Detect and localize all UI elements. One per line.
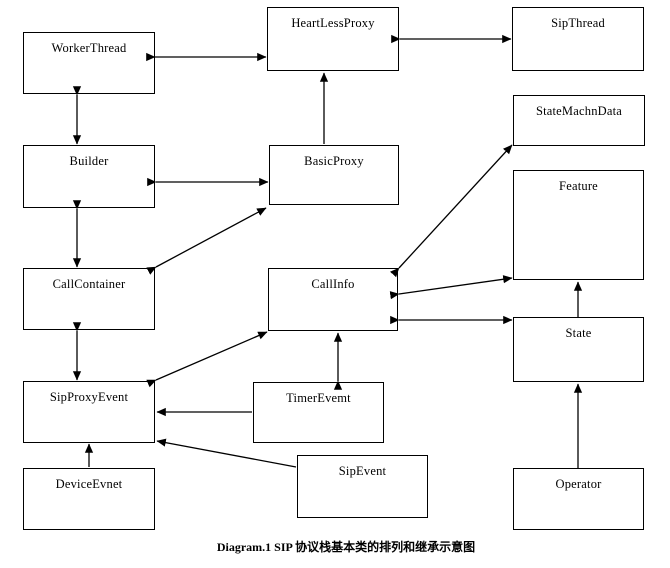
class-box-feature[interactable]: Feature [513, 170, 644, 280]
class-box-label: SipThread [551, 16, 605, 30]
class-box-label: TimerEvemt [286, 391, 351, 405]
class-box-heartlessproxy[interactable]: HeartLessProxy [267, 7, 399, 71]
class-box-workerthread[interactable]: WorkerThread [23, 32, 155, 94]
class-box-label: HeartLessProxy [291, 16, 375, 30]
class-box-statemachndata[interactable]: StateMachnData [513, 95, 645, 146]
class-box-label: WorkerThread [51, 41, 127, 55]
class-box-builder[interactable]: Builder [23, 145, 155, 208]
class-box-sipproxyevent[interactable]: SipProxyEvent [23, 381, 155, 443]
class-box-label: Operator [555, 477, 602, 491]
class-box-label: State [565, 326, 592, 340]
class-box-label: CallInfo [311, 277, 355, 291]
class-box-label: Builder [69, 154, 109, 168]
class-box-label: SipEvent [338, 464, 387, 478]
edge-sipevent-sipproxyevent [156, 438, 297, 468]
class-box-deviceevnet[interactable]: DeviceEvnet [23, 468, 155, 530]
class-box-label: DeviceEvnet [55, 477, 123, 491]
class-box-label: CallContainer [52, 277, 126, 291]
class-box-timerevemt[interactable]: TimerEvemt [253, 382, 384, 443]
class-box-basicproxy[interactable]: BasicProxy [269, 145, 399, 205]
edge-callinfo-feature [389, 275, 513, 300]
class-box-label: Feature [559, 179, 598, 193]
edge-callcontainer-basicproxy [146, 207, 267, 275]
class-box-sipthread[interactable]: SipThread [512, 7, 644, 71]
class-box-label: SipProxyEvent [49, 390, 129, 404]
diagram-caption: Diagram.1 SIP 协议栈基本类的排列和继承示意图 [0, 538, 670, 555]
class-box-label: StateMachnData [535, 104, 623, 118]
class-box-label: BasicProxy [304, 154, 364, 168]
class-box-state[interactable]: State [513, 317, 644, 382]
class-box-callcontainer[interactable]: CallContainer [23, 268, 155, 330]
edge-sipproxyevent-callinfo [146, 331, 268, 388]
edge-callinfo-statemachndata [390, 144, 513, 278]
class-box-operator[interactable]: Operator [513, 468, 644, 530]
diagram-caption-text: Diagram.1 SIP 协议栈基本类的排列和继承示意图 [216, 540, 476, 554]
class-box-sipevent[interactable]: SipEvent [297, 455, 428, 518]
class-box-callinfo[interactable]: CallInfo [268, 268, 398, 331]
